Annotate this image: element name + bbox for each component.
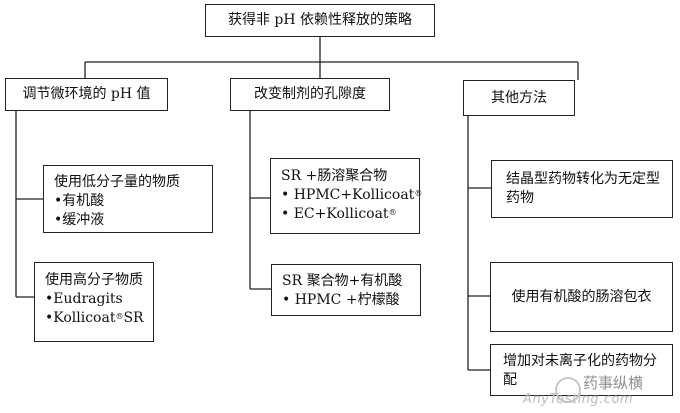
branch-title: 其他方法: [491, 89, 547, 106]
leaf-item: •缓冲液: [54, 212, 105, 228]
leaf-unionized-partition: 增加对未离子化的药物分配: [490, 344, 673, 396]
leaf-item: •有机酸: [54, 193, 105, 209]
branch-title: 调节微环境的 pH 值: [22, 86, 151, 102]
watermark-brand: 药事纵横: [583, 374, 644, 392]
root-node: 获得非 pH 依赖性释放的策略: [205, 4, 435, 37]
root-label: 获得非 pH 依赖性释放的策略: [227, 12, 413, 28]
leaf-crystalline-to-amorphous: 结晶型药物转化为无定型药物: [491, 160, 673, 218]
leaf-heading: 使用高分子物质: [45, 272, 143, 288]
leaf-heading: SR +肠溶聚合物: [281, 168, 388, 184]
leaf-item-kollicoat-sr: •Kollicoat®SR: [45, 310, 144, 326]
branch-node-porosity: 改变制剂的孔隙度: [230, 78, 390, 111]
leaf-sr-enteric: SR +肠溶聚合物 • HPMC+Kollicoat® • EC+Kollico…: [270, 158, 423, 234]
branch-node-ph: 调节微环境的 pH 值: [5, 78, 168, 111]
watermark-logo-icon: [555, 377, 581, 403]
leaf-enteric-coating: 使用有机酸的肠溶包衣: [490, 262, 673, 332]
leaf-high-molecular: 使用高分子物质 •Eudragits •Kollicoat®SR: [34, 262, 154, 342]
leaf-item: •Eudragits: [45, 291, 123, 307]
leaf-heading: 结晶型药物转化为无定型药物: [506, 171, 660, 206]
leaf-heading: 增加对未离子化的药物分配: [503, 353, 657, 388]
branch-node-other: 其他方法: [463, 80, 575, 116]
branch-title: 改变制剂的孔隙度: [254, 86, 366, 102]
leaf-sr-organic-acid: SR 聚合物+有机酸 • HPMC +柠檬酸: [271, 264, 421, 316]
leaf-item: • EC+Kollicoat®: [281, 206, 397, 222]
leaf-heading: 使用低分子量的物质: [54, 174, 180, 190]
leaf-heading: SR 聚合物+有机酸: [282, 273, 403, 289]
leaf-item: • HPMC+Kollicoat®: [281, 187, 423, 203]
leaf-heading: 使用有机酸的肠溶包衣: [511, 288, 652, 305]
leaf-item: • HPMC +柠檬酸: [282, 292, 400, 308]
leaf-low-molecular: 使用低分子量的物质 •有机酸 •缓冲液: [43, 165, 213, 233]
watermark-url: AnyTesting.com: [523, 392, 634, 407]
